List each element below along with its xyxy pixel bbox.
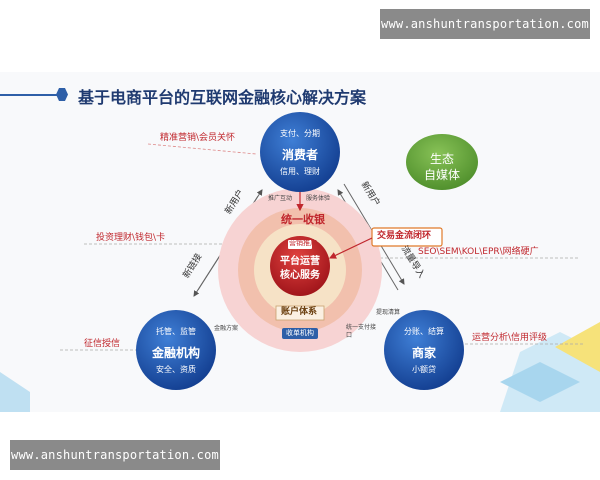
merchant-main: 商家 — [411, 346, 437, 360]
hexagon-icon — [56, 88, 68, 101]
center-core-line2: 核心服务 — [280, 270, 320, 281]
core-circle — [270, 236, 330, 296]
merchant-node — [384, 310, 464, 390]
merchant-top: 分账、结算 — [404, 327, 444, 336]
ops-note: 运营分析\信用评级 — [472, 333, 548, 343]
acquirer-label: 收单机构 — [286, 329, 314, 337]
deco-right-shape-2 — [555, 322, 600, 372]
center-core-line1: 平台运营 — [280, 256, 320, 267]
media-line1: 生态 — [429, 152, 455, 166]
acquirer-box — [282, 328, 318, 339]
finance-main: 金融机构 — [151, 346, 201, 360]
consumer-node — [260, 112, 340, 192]
finance-plan-label: 金融方案 — [214, 325, 239, 332]
callout-label: 交易金流闭环 — [377, 231, 432, 241]
media-line2: 自媒体 — [423, 168, 461, 182]
credit-note: 征信授信 — [84, 339, 121, 349]
media-node — [406, 134, 478, 190]
invest-note: 投资理财\钱包\卡 — [96, 233, 166, 243]
finance-bottom: 安全、资质 — [156, 365, 196, 374]
center-outer-label: 统一收银 — [281, 213, 325, 226]
promo-label: 推广互动 — [268, 195, 293, 202]
watermark-top: www.anshuntransportation.com — [380, 9, 590, 39]
finance-top: 托管、监管 — [156, 327, 196, 336]
finance-node — [136, 310, 216, 390]
unified-pay-label: 统一支付接口 — [346, 324, 377, 339]
consumer-main: 消费者 — [281, 148, 319, 162]
consumer-bottom: 信用、理财 — [280, 167, 320, 176]
title-rule — [0, 94, 58, 96]
deco-left-shape — [0, 372, 30, 412]
account-label: 账户体系 — [281, 307, 318, 317]
merchant-bottom: 小额贷 — [412, 365, 436, 374]
callout-box — [371, 227, 443, 247]
slide-title: 基于电商平台的互联网金融核心解决方案 — [78, 88, 367, 107]
deco-right-shape-3 — [500, 362, 580, 402]
dash-consumer-note — [147, 143, 257, 155]
consumer-note: 精准营销\会员关怀 — [160, 133, 236, 143]
center-tag-label: 营销推广 — [289, 239, 317, 247]
report-label: 提现清算 — [376, 309, 401, 316]
watermark-bottom: www.anshuntransportation.com — [10, 440, 220, 470]
seo-note: SEO\SEM\KOL\EPR\网络硬广 — [418, 247, 539, 257]
slide: 基于电商平台的互联网金融核心解决方案 — [0, 72, 600, 412]
service-label: 服务体验 — [306, 195, 331, 202]
consumer-top: 支付、分期 — [280, 129, 320, 138]
marketing-tag-box — [288, 240, 312, 249]
account-box — [275, 305, 325, 321]
diagram-canvas — [0, 112, 600, 412]
callout-arrow — [328, 237, 373, 259]
